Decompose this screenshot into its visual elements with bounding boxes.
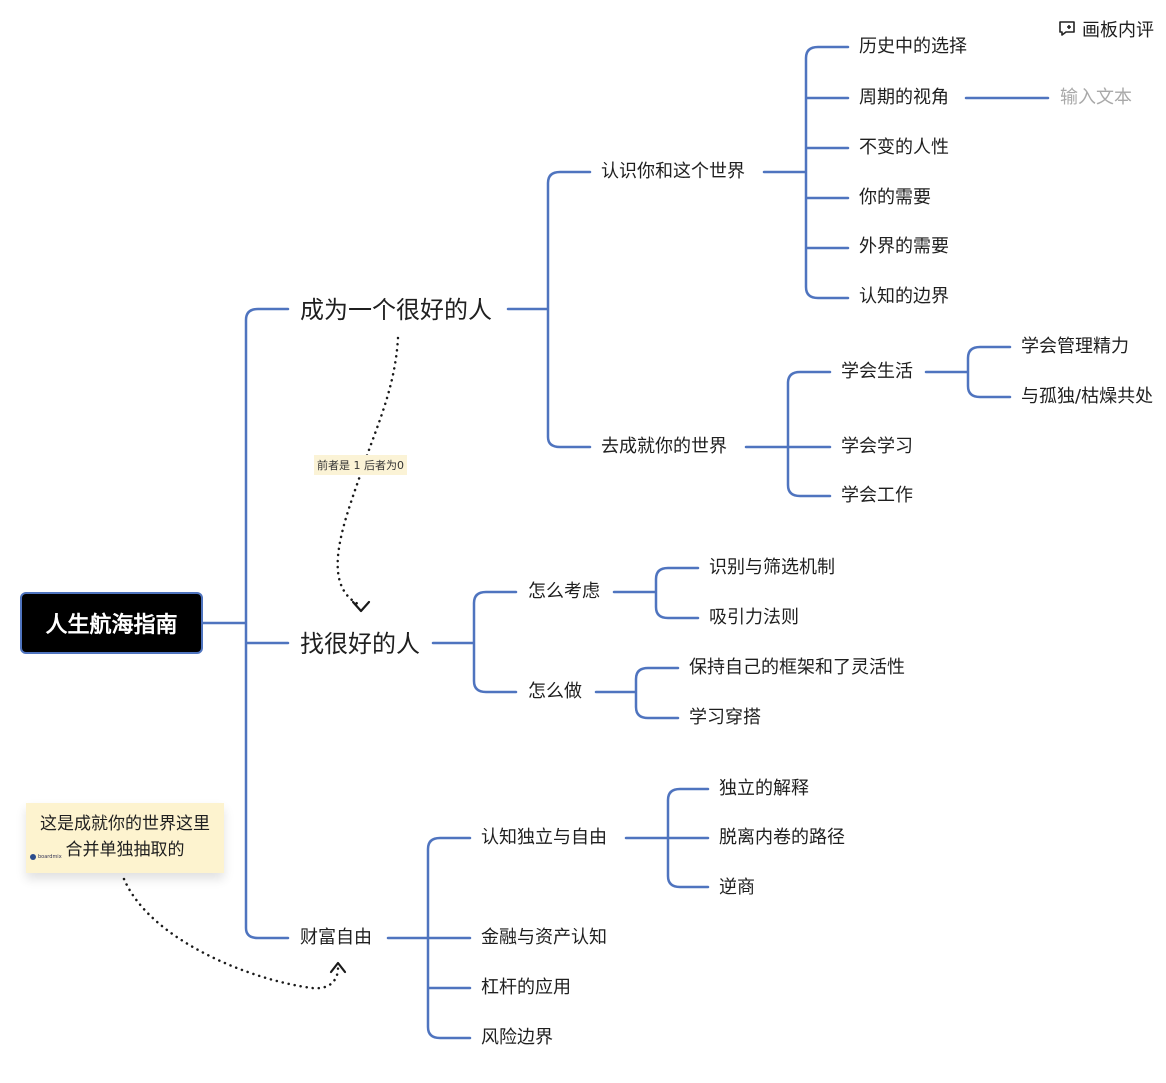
node-keep-framework[interactable]: 保持自己的框架和了灵活性 <box>689 657 905 678</box>
node-coexist-solitude[interactable]: 与孤独/枯燥共处 <box>1021 386 1154 407</box>
node-adversity-quotient[interactable]: 逆商 <box>719 877 755 898</box>
node-cycle-perspective[interactable]: 周期的视角 <box>859 87 949 108</box>
node-cognitive-independence[interactable]: 认知独立与自由 <box>481 827 607 848</box>
root-node-label: 人生航海指南 <box>45 613 178 638</box>
branch-be-a-good-person[interactable]: 成为一个很好的人 <box>300 296 492 324</box>
sticky-brand-mark: boardmix <box>30 844 62 870</box>
sticky-note[interactable]: 这是成就你的世界这里合并单独抽取的 boardmix <box>26 803 224 873</box>
dotted-arrow-sticky-b3 <box>122 877 340 990</box>
node-risk-boundary[interactable]: 风险边界 <box>481 1027 553 1048</box>
node-your-needs[interactable]: 你的需要 <box>859 187 931 208</box>
node-law-of-attraction[interactable]: 吸引力法则 <box>709 607 799 628</box>
brand-logo-icon <box>30 854 36 860</box>
connector-b2-s2 <box>594 666 680 720</box>
node-escape-involution[interactable]: 脱离内卷的路径 <box>719 827 845 848</box>
connector-b2-s1 <box>612 566 700 620</box>
arrow-annotation-label[interactable]: 前者是 1 后者为0 <box>314 455 407 475</box>
node-history-choices[interactable]: 历史中的选择 <box>859 36 967 57</box>
connector-b1-s1 <box>762 45 850 300</box>
branch-financial-freedom[interactable]: 财富自由 <box>300 927 372 948</box>
comment-add-icon <box>1059 21 1075 36</box>
node-leverage-use[interactable]: 杠杆的应用 <box>481 977 571 998</box>
sticky-brand-text: boardmix <box>38 854 62 860</box>
node-learn-dressing[interactable]: 学习穿搭 <box>689 707 761 728</box>
node-finance-assets[interactable]: 金融与资产认知 <box>481 927 607 948</box>
branch-find-good-people[interactable]: 找很好的人 <box>300 630 420 658</box>
connector-b3-s1 <box>624 787 710 889</box>
node-external-needs[interactable]: 外界的需要 <box>859 236 949 257</box>
node-cognitive-boundary[interactable]: 认知的边界 <box>859 286 949 307</box>
node-know-the-world[interactable]: 认识你和这个世界 <box>601 161 745 182</box>
connector-b1 <box>506 170 592 449</box>
node-screening-mechanism[interactable]: 识别与筛选机制 <box>709 557 835 578</box>
node-learn-to-learn[interactable]: 学会学习 <box>841 436 913 457</box>
connector-b1-s2 <box>744 370 832 498</box>
canvas-comment-button[interactable]: 画板内评 <box>1058 16 1154 42</box>
sticky-note-text: 这是成就你的世界这里合并单独抽取的 <box>40 814 210 860</box>
connector-root-branches <box>201 307 290 940</box>
node-unchanging-humanity[interactable]: 不变的人性 <box>859 137 949 158</box>
root-node[interactable]: 人生航海指南 <box>20 592 203 654</box>
canvas-comment-label: 画板内评 <box>1082 20 1154 41</box>
node-how-to-act[interactable]: 怎么做 <box>528 681 582 702</box>
dotted-arrow-b1-b2 <box>336 336 400 607</box>
connector-b2 <box>431 590 518 694</box>
node-how-to-consider[interactable]: 怎么考虑 <box>528 581 600 602</box>
node-learn-to-live[interactable]: 学会生活 <box>841 361 913 382</box>
node-manage-energy[interactable]: 学会管理精力 <box>1021 336 1129 357</box>
node-achieve-your-world[interactable]: 去成就你的世界 <box>601 436 727 457</box>
arrowhead-down <box>351 600 371 613</box>
node-placeholder-input[interactable]: 输入文本 <box>1060 87 1132 108</box>
connector-b3 <box>386 836 472 1040</box>
arrowhead-up <box>329 961 347 974</box>
connector-live <box>924 345 1012 399</box>
node-learn-to-work[interactable]: 学会工作 <box>841 485 913 506</box>
node-independent-explanation[interactable]: 独立的解释 <box>719 778 809 799</box>
